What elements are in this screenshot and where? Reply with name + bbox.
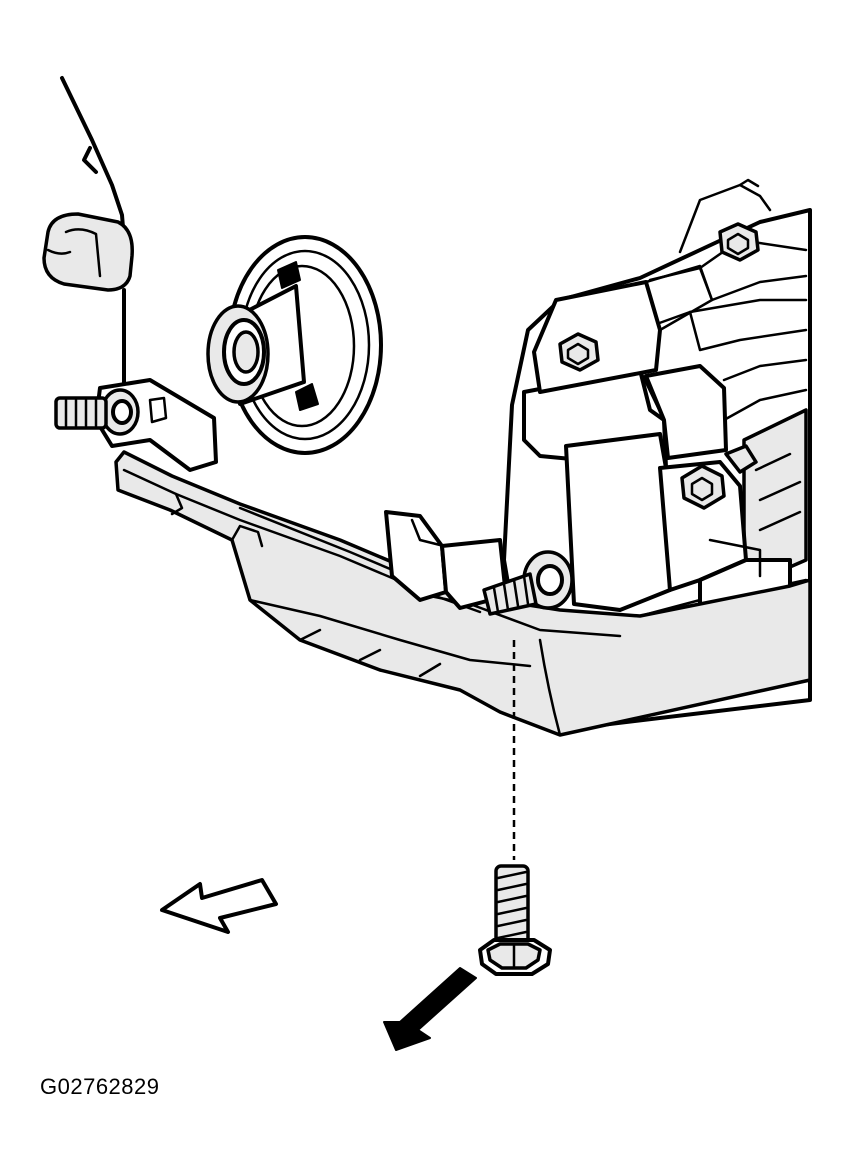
hex-nut-upper [718, 222, 760, 262]
left-bracket [54, 378, 218, 472]
outline-arrow-icon [160, 878, 278, 934]
figure-id-label: G02762829 [40, 1074, 160, 1099]
installed-bolt [482, 550, 574, 616]
small-nut-right [724, 444, 758, 474]
rubber-cap [42, 212, 134, 292]
hex-nut-middle [558, 332, 600, 372]
solid-arrow-icon [383, 967, 477, 1051]
hex-nut-lower [680, 464, 726, 510]
oil-pan [114, 450, 812, 737]
crankshaft-pulley [206, 235, 383, 455]
flange-bolt [478, 864, 552, 976]
